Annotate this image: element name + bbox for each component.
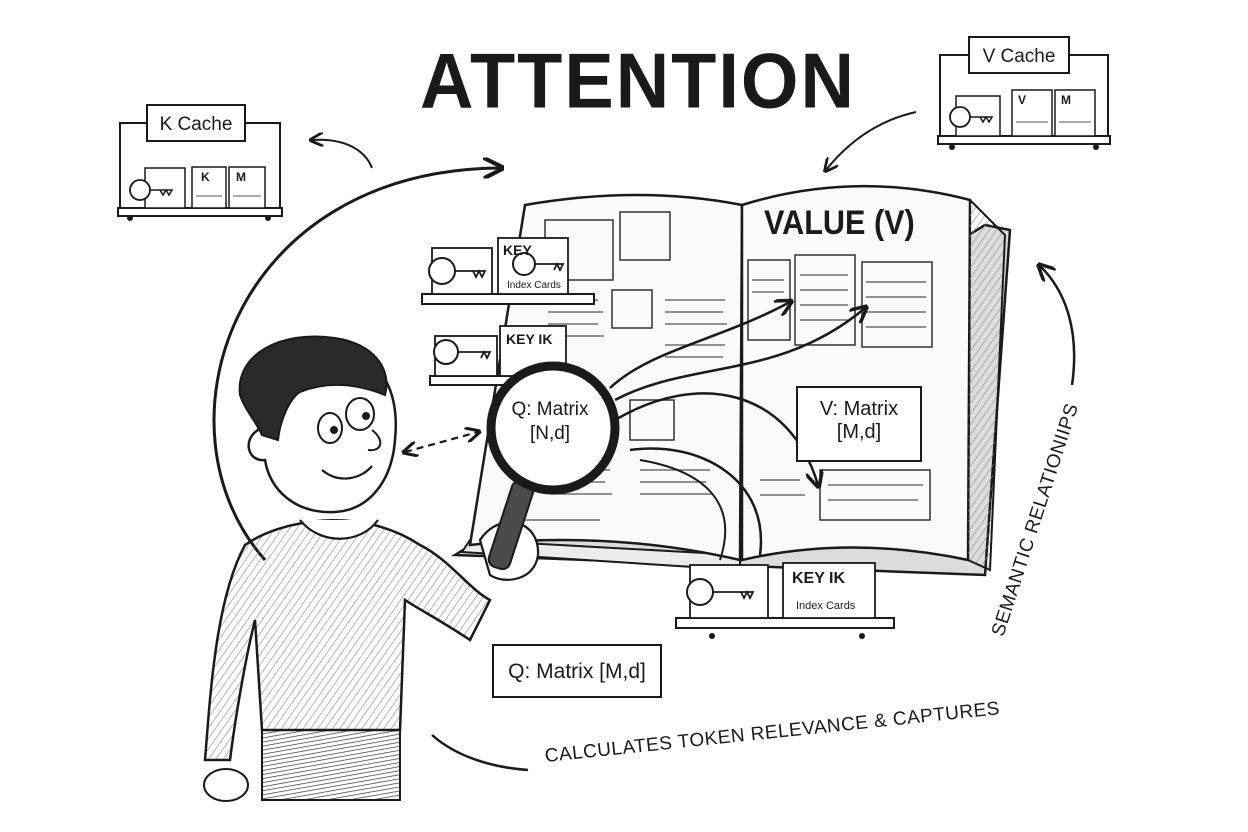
key-shelf-top [421, 237, 595, 305]
flow-arrow-1 [609, 302, 790, 389]
flow-arrow-5 [639, 459, 727, 561]
flow-arrow-2 [614, 308, 865, 402]
flow-arrow-4 [629, 447, 763, 556]
key-card-top-title: KEY [503, 242, 532, 258]
torso [203, 519, 492, 762]
v-cache-card-v: V [1018, 93, 1027, 107]
k-cache-card-k: K [201, 170, 210, 184]
key-shelf-middle [429, 325, 571, 386]
key-card-bottom-sub: Index Cards [796, 600, 856, 612]
key-card-mid-title: KEY IK [506, 331, 553, 347]
key-shelf-bottom [675, 562, 895, 639]
key-card-top-sub: Index Cards [507, 280, 561, 291]
q-matrix-nd-line2: [N,d] [529, 422, 571, 444]
k-cache-arrow [312, 140, 373, 169]
k-cache-card-m: M [236, 170, 246, 184]
v-matrix-line1: V: Matrix [819, 398, 899, 420]
value-heading: VALUE (V) [764, 204, 915, 242]
cycle-arrow-bottom [431, 734, 529, 772]
magnifying-glass-icon [486, 361, 620, 495]
cycle-arrow-right [1040, 266, 1076, 386]
page-title: ATTENTION [420, 36, 856, 125]
q-matrix-box: Q: Matrix [M,d] [492, 644, 662, 698]
key-card-bottom-title: KEY IK [792, 570, 846, 587]
q-matrix-nd-line1: Q: Matrix [511, 399, 589, 420]
q-matrix-nd-label: Q: Matrix [N,d] [490, 398, 610, 446]
cycle-arrow-left [212, 168, 500, 561]
k-cache-shelf [117, 122, 283, 221]
k-cache-label: K Cache [146, 104, 246, 142]
gaze-arrow [405, 432, 478, 452]
v-matrix-box: V: Matrix [M,d] [796, 386, 922, 462]
v-cache-shelf [937, 54, 1111, 150]
person-character [203, 335, 540, 802]
v-matrix-line2: [M,d] [836, 421, 882, 443]
v-cache-arrow [826, 111, 917, 170]
v-cache-label: V Cache [968, 36, 1070, 74]
v-cache-card-m: M [1061, 93, 1071, 107]
hair [238, 335, 388, 442]
